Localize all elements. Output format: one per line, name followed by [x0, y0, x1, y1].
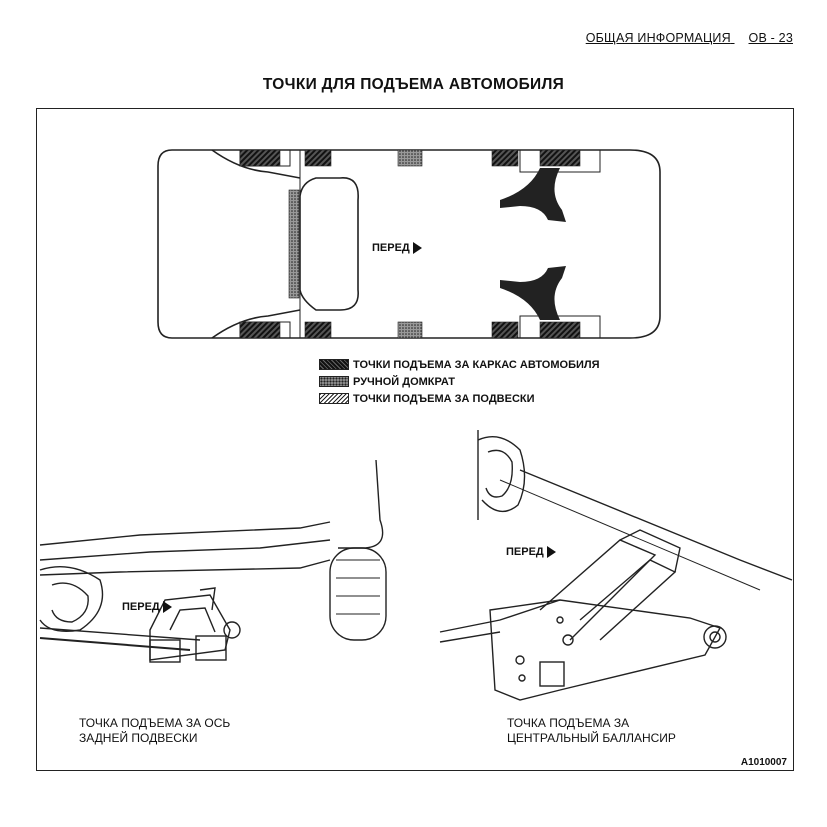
legend-item-suspension: ТОЧКИ ПОДЪЕМА ЗА ПОДВЕСКИ: [319, 390, 600, 407]
caption-line: ЗАДНЕЙ ПОДВЕСКИ: [79, 731, 198, 745]
caption-line: ТОЧКА ПОДЪЕМА ЗА: [507, 716, 630, 730]
forward-indicator-top: ПЕРЕД: [372, 242, 422, 254]
legend: ТОЧКИ ПОДЪЕМА ЗА КАРКАС АВТОМОБИЛЯ РУЧНО…: [319, 356, 600, 407]
left-figure-caption: ТОЧКА ПОДЪЕМА ЗА ОСЬ ЗАДНЕЙ ПОДВЕСКИ: [79, 716, 230, 746]
center-member-jack-illustration: [439, 430, 793, 701]
section-title: ОБЩАЯ ИНФОРМАЦИЯ: [585, 31, 731, 45]
page-header: ОБЩАЯ ИНФОРМАЦИЯ ОВ - 23: [572, 31, 793, 45]
forward-label: ПЕРЕД: [506, 546, 544, 558]
arrow-right-icon: [546, 546, 556, 558]
frame-lift-points: [239, 149, 581, 339]
figure-code: A1010007: [740, 757, 787, 768]
caption-line: ЦЕНТРАЛЬНЫЙ БАЛЛАНСИР: [507, 731, 676, 745]
forward-label: ПЕРЕД: [372, 242, 410, 254]
legend-item-hand-jack: РУЧНОЙ ДОМКРАТ: [319, 373, 600, 390]
suspension-arms: [500, 168, 566, 320]
arrow-right-icon: [162, 601, 172, 613]
right-figure-caption: ТОЧКА ПОДЪЕМА ЗА ЦЕНТРАЛЬНЫЙ БАЛЛАНСИР: [507, 716, 676, 746]
legend-item-frame: ТОЧКИ ПОДЪЕМА ЗА КАРКАС АВТОМОБИЛЯ: [319, 356, 600, 373]
legend-label: ТОЧКИ ПОДЪЕМА ЗА ПОДВЕСКИ: [353, 392, 535, 405]
page-title: ТОЧКИ ДЛЯ ПОДЪЕМА АВТОМОБИЛЯ: [262, 76, 565, 93]
legend-label: ТОЧКИ ПОДЪЕМА ЗА КАРКАС АВТОМОБИЛЯ: [353, 358, 600, 371]
jack-pattern-swatch: [319, 376, 349, 387]
frame-pattern-swatch: [319, 359, 349, 370]
forward-indicator-left: ПЕРЕД: [122, 601, 172, 613]
page-number: ОВ - 23: [748, 31, 793, 45]
arrow-right-icon: [412, 242, 422, 254]
figure-frame: [36, 108, 794, 771]
suspension-pattern-swatch: [319, 393, 349, 404]
forward-label: ПЕРЕД: [122, 601, 160, 613]
legend-label: РУЧНОЙ ДОМКРАТ: [353, 375, 455, 388]
hand-jack-points: [288, 149, 423, 339]
forward-indicator-right: ПЕРЕД: [506, 546, 556, 558]
rear-axle-jack-illustration: [39, 459, 387, 663]
caption-line: ТОЧКА ПОДЪЕМА ЗА ОСЬ: [79, 716, 231, 730]
